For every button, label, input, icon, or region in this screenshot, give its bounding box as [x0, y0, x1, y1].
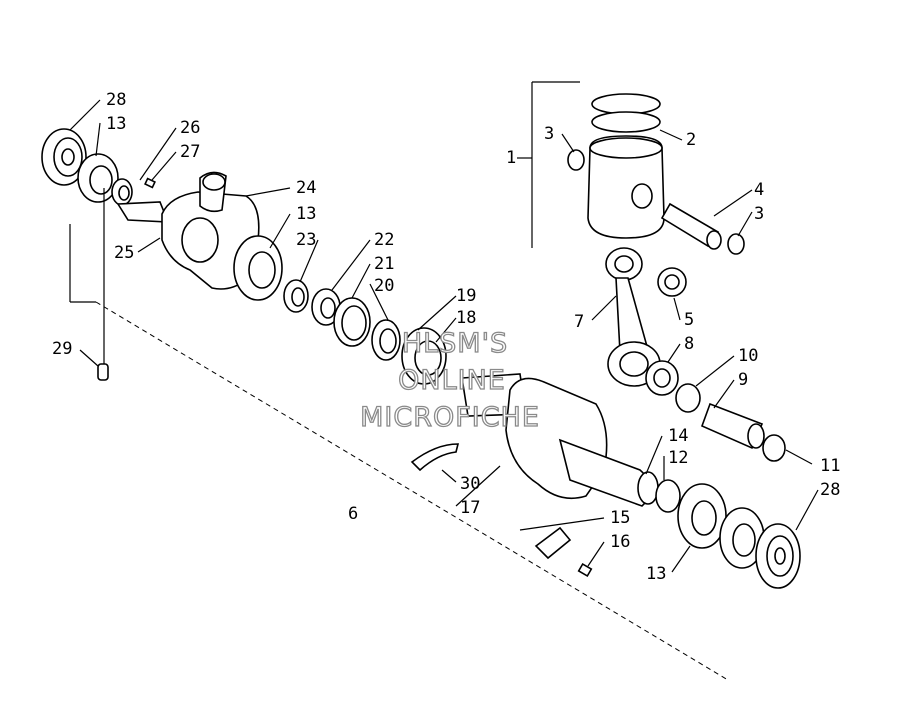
callout-20: 20: [374, 276, 394, 296]
spacer-23: [283, 279, 309, 313]
watermark-line-1: HLSM'S: [402, 328, 508, 359]
watermark-line-2: ONLINE: [398, 365, 506, 396]
callout-11: 11: [820, 456, 840, 476]
washer-11: [762, 434, 786, 462]
callout-3-right: 3: [754, 204, 764, 224]
crankshaft-right-half: [461, 373, 659, 507]
bearing-right-13a: [677, 483, 727, 549]
bolt-16: [577, 562, 593, 578]
watermark-line-3: MICROFICHE: [360, 402, 540, 433]
seal-22: [311, 288, 341, 326]
callout-18: 18: [456, 308, 476, 328]
callout-10: 10: [738, 346, 758, 366]
watermark: HLSM'S ONLINE MICROFICHE: [359, 327, 540, 433]
callout-5: 5: [684, 310, 694, 330]
assembly-lines: [69, 81, 729, 681]
bearing-housing-right: [755, 523, 801, 589]
callout-30: 30: [460, 474, 480, 494]
callout-13-right: 13: [646, 564, 666, 584]
callout-16: 16: [610, 532, 630, 552]
callout-3-left: 3: [544, 124, 554, 144]
callout-28-right: 28: [820, 480, 840, 500]
callout-6: 6: [348, 504, 358, 524]
callout-21: 21: [374, 254, 394, 274]
callout-14: 14: [668, 426, 688, 446]
ring-12: [655, 479, 681, 513]
callout-7: 7: [574, 312, 584, 332]
bearing-left-13: [77, 153, 119, 203]
callout-9: 9: [738, 370, 748, 390]
callout-15: 15: [610, 508, 630, 528]
callout-12: 12: [668, 448, 688, 468]
bearing-18-19: [401, 327, 447, 385]
bracket-15: [534, 526, 572, 560]
callout-19: 19: [456, 286, 476, 306]
callout-8: 8: [684, 334, 694, 354]
dowel-pin-29: [97, 363, 109, 381]
seal-20: [371, 319, 401, 361]
callout-29: 29: [52, 339, 72, 359]
bearing-housing-left: [41, 128, 87, 186]
crank-pin-9: [700, 402, 765, 450]
seal-ring-26: [111, 178, 133, 206]
washer-10: [675, 383, 701, 413]
callout-2: 2: [686, 130, 696, 150]
ring-21: [333, 297, 371, 347]
bearing-right-13b: [719, 507, 765, 569]
callout-17: 17: [460, 498, 480, 518]
callout-4: 4: [754, 180, 764, 200]
leader-lines: [69, 99, 819, 573]
needle-bearing-8: [645, 360, 679, 396]
callout-23: 23: [296, 230, 316, 250]
callout-28-left: 28: [106, 90, 126, 110]
bearing-center-13: [233, 235, 283, 301]
callout-1: 1: [506, 148, 516, 168]
callout-25: 25: [114, 243, 134, 263]
key-27: [144, 177, 156, 189]
circlip-3-right: [727, 233, 745, 255]
callout-13-left: 13: [106, 114, 126, 134]
callout-27: 27: [180, 142, 200, 162]
connecting-rod-7: [605, 247, 661, 387]
callout-13-center: 13: [296, 204, 316, 224]
piston-pin-4: [660, 202, 722, 250]
circlip-3-left: [567, 149, 585, 171]
callout-26: 26: [180, 118, 200, 138]
piston-1: [587, 135, 665, 239]
needle-bearing-5: [657, 267, 687, 297]
thrust-washer-30: [410, 443, 460, 472]
callout-22: 22: [374, 230, 394, 250]
callout-numbers: 28 13 26 27 24 13 25 23 22 21 20 19 18 2…: [52, 90, 840, 584]
callout-24: 24: [296, 178, 316, 198]
piston-rings-2: [591, 93, 661, 133]
